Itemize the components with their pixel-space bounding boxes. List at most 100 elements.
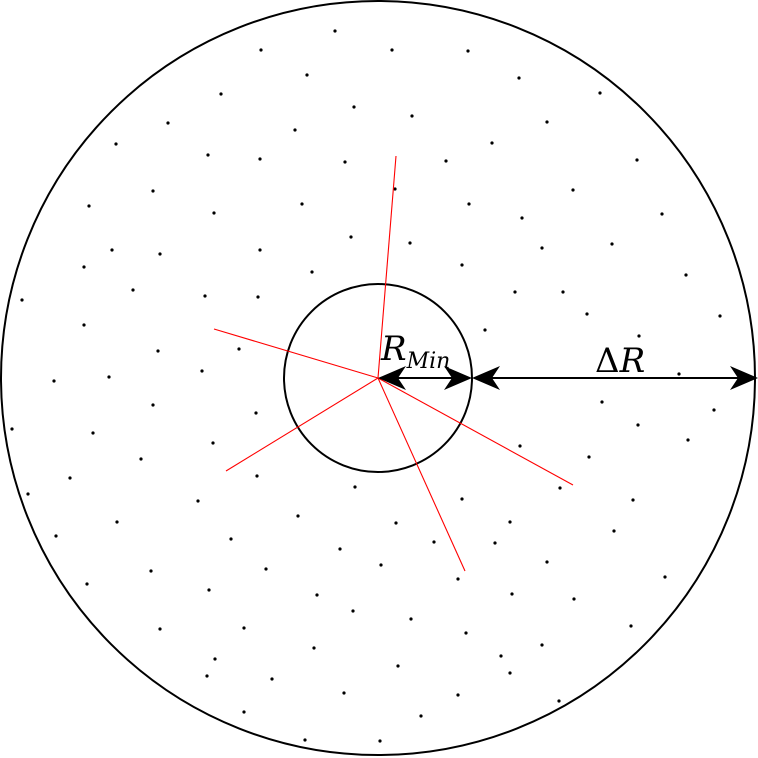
sample-point xyxy=(211,441,215,445)
rmin-label: RMin xyxy=(380,329,450,374)
sample-point xyxy=(510,592,514,596)
sample-point xyxy=(571,188,575,192)
sample-point xyxy=(444,159,448,163)
sample-point xyxy=(464,631,468,635)
sample-point xyxy=(467,202,471,206)
sample-point xyxy=(10,427,14,431)
sample-point xyxy=(139,457,143,461)
sample-point xyxy=(456,693,460,697)
sample-point xyxy=(259,48,263,52)
sample-point xyxy=(264,567,268,571)
sample-point xyxy=(520,216,524,220)
sample-point xyxy=(518,444,522,448)
sample-point xyxy=(158,627,162,631)
sample-point xyxy=(493,541,497,545)
sample-point xyxy=(378,739,382,743)
sample-point xyxy=(333,29,337,33)
sample-point xyxy=(300,202,304,206)
sample-point xyxy=(310,270,314,274)
sample-point xyxy=(631,498,635,502)
sample-point xyxy=(390,48,394,52)
sample-point xyxy=(213,657,217,661)
sample-point xyxy=(296,514,300,518)
sample-point xyxy=(303,738,307,742)
sample-point xyxy=(718,314,722,318)
sample-point xyxy=(419,714,423,718)
sample-point xyxy=(91,431,95,435)
sample-point xyxy=(545,560,549,564)
sample-point xyxy=(54,534,58,538)
ray-up xyxy=(377,155,397,379)
sample-point xyxy=(293,128,297,132)
sample-point xyxy=(600,400,604,404)
rmin-label-main: R xyxy=(380,329,407,369)
red-rays xyxy=(213,155,574,572)
sample-point xyxy=(82,323,86,327)
sample-point xyxy=(196,499,200,503)
sample-point xyxy=(207,588,211,592)
sample-point xyxy=(636,423,640,427)
sample-point xyxy=(312,646,316,650)
delta-r-letter: R xyxy=(619,341,646,381)
sample-point xyxy=(561,290,565,294)
sample-point xyxy=(212,211,216,215)
sample-point xyxy=(660,212,664,216)
sample-point xyxy=(107,375,111,379)
delta-r-arrowhead-right xyxy=(730,366,758,390)
sample-point xyxy=(508,671,512,675)
sample-point xyxy=(483,328,487,332)
sample-point xyxy=(26,492,30,496)
sample-point xyxy=(256,295,260,299)
rmin-label-subscript: Min xyxy=(406,349,451,374)
sample-point xyxy=(68,476,72,480)
sample-point xyxy=(635,158,639,162)
sample-point xyxy=(677,372,681,376)
sample-point xyxy=(52,379,56,383)
sample-point xyxy=(110,248,114,252)
sample-point xyxy=(87,204,91,208)
sample-point xyxy=(353,485,357,489)
ray-upper-left xyxy=(213,328,379,379)
sample-point xyxy=(684,273,688,277)
sample-point xyxy=(540,246,544,250)
sample-point xyxy=(540,643,544,647)
sample-point xyxy=(409,617,413,621)
sample-point xyxy=(343,160,347,164)
sample-point xyxy=(637,334,641,338)
sample-point xyxy=(200,369,204,373)
sample-point xyxy=(82,265,86,269)
sample-point xyxy=(114,142,118,146)
sample-point xyxy=(242,710,246,714)
sample-point xyxy=(254,411,258,415)
sample-point xyxy=(460,497,464,501)
sample-point xyxy=(663,575,667,579)
sample-point xyxy=(610,242,614,246)
sample-point xyxy=(379,563,383,567)
sample-point xyxy=(572,597,576,601)
sample-point xyxy=(151,189,155,193)
sample-point xyxy=(712,408,716,412)
ray-lower-right xyxy=(377,377,574,486)
sample-point xyxy=(558,486,562,490)
sample-point xyxy=(410,114,414,118)
delta-r-arrowhead-left xyxy=(472,366,500,390)
sample-point xyxy=(499,654,503,658)
sample-point xyxy=(394,521,398,525)
sample-point xyxy=(149,569,153,573)
sample-point xyxy=(237,347,241,351)
sample-point xyxy=(460,263,464,267)
sample-point xyxy=(258,248,262,252)
sample-point xyxy=(270,677,274,681)
rmin-arrow xyxy=(378,366,472,390)
delta-r-label: ΔR xyxy=(595,341,645,381)
sample-point xyxy=(203,294,207,298)
sample-point xyxy=(131,288,135,292)
sample-point xyxy=(166,121,170,125)
sample-point xyxy=(338,547,342,551)
sample-point xyxy=(20,298,24,302)
sample-point xyxy=(490,141,494,145)
sample-point xyxy=(517,76,521,80)
sample-points xyxy=(10,29,722,743)
sample-point xyxy=(513,290,517,294)
